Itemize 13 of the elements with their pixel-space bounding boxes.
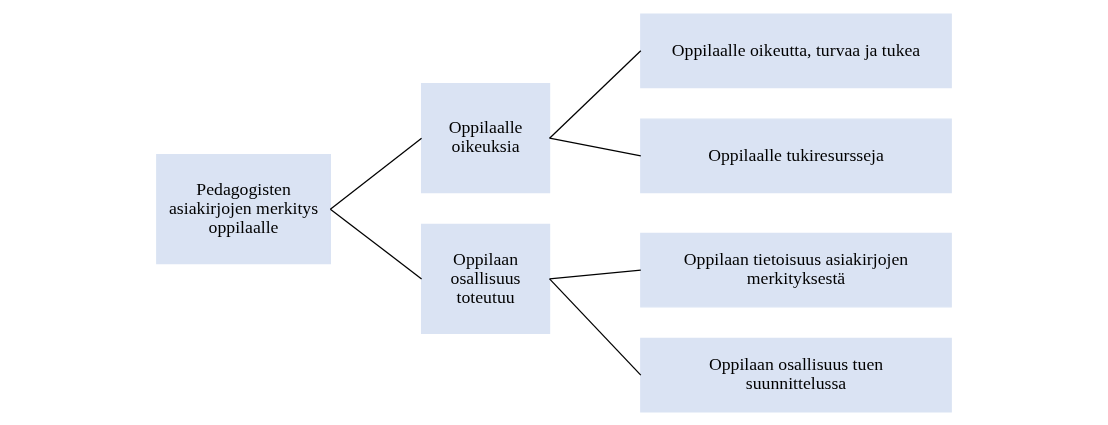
connector [329,208,423,280]
node-box: Oppilaalle tukiresursseja [640,118,952,193]
node-box: Oppilaan osallisuus tuen suunnittelussa [640,337,952,413]
connector [548,137,642,157]
node-box: Oppilaan tietoisuus asiakirjojen merkityksestä [640,232,952,307]
connector [329,137,423,210]
node-box: Oppilaalle oikeuksia [420,82,551,193]
node-box: Pedagogisten asiakirjojen merkitys oppilaalle [156,153,331,264]
node-box: Oppilaan osallisuus toteutuu [420,223,551,334]
connector [548,49,642,139]
node-box: Oppilaalle oikeutta, turvaa ja tukea [640,12,952,88]
connector [548,277,642,376]
connector [548,268,642,280]
